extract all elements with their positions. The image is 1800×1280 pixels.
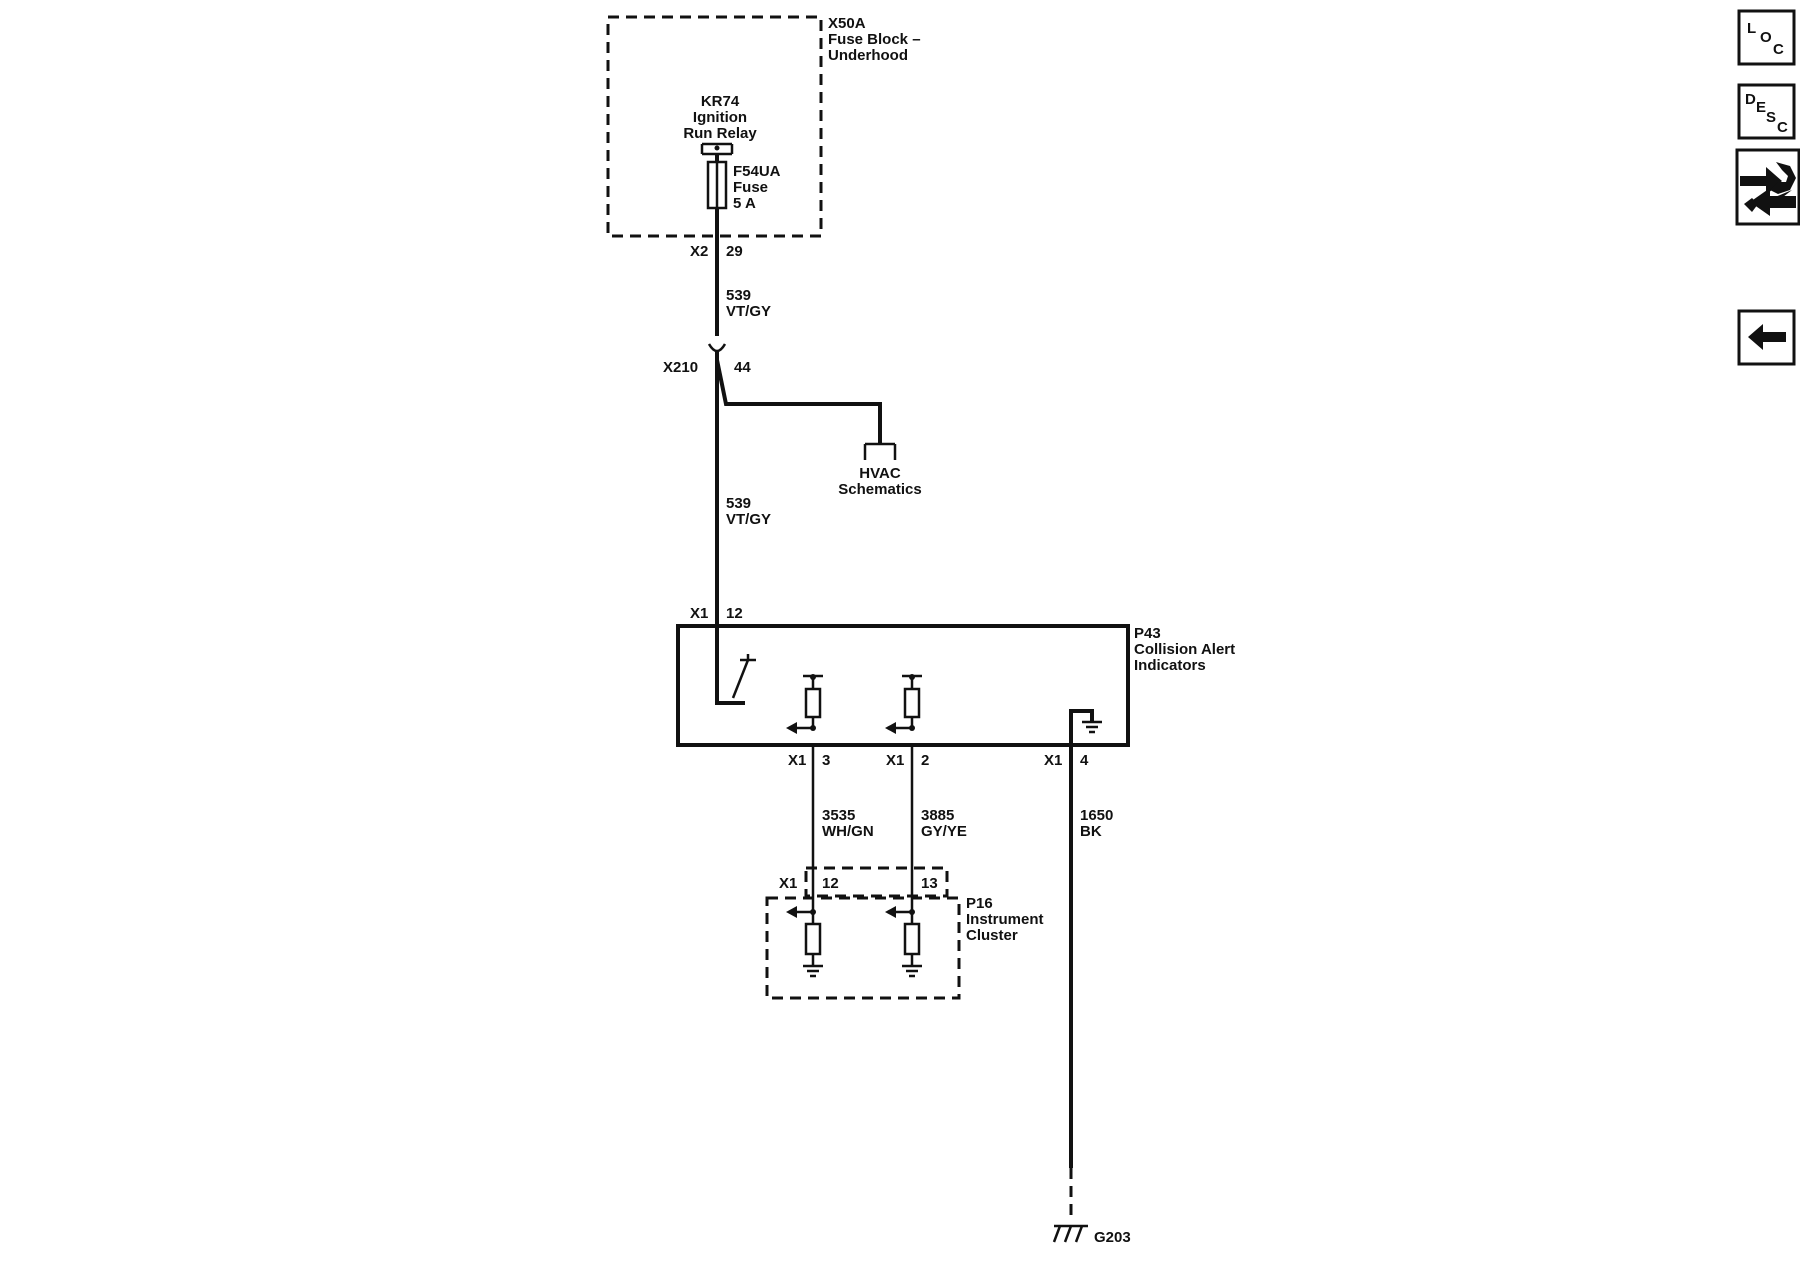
output-1-pin: 3	[822, 752, 830, 769]
relay-line1: Ignition	[693, 109, 747, 126]
relay-contact-symbol	[700, 142, 734, 156]
output-2-connector: X1	[886, 752, 904, 769]
output-1-connector: X1	[788, 752, 806, 769]
module-internal-ground	[1069, 709, 1102, 745]
module-output-2-symbol	[885, 674, 922, 734]
description-button-letter-d: D	[1745, 91, 1756, 108]
description-button-letter-s: S	[1766, 109, 1776, 126]
instrument-cluster-line2: Cluster	[966, 927, 1018, 944]
chassis-ground-symbol	[1052, 1224, 1088, 1243]
wire-3535-circuit: 3535	[822, 807, 855, 824]
relay-ref: KR74	[701, 93, 740, 110]
inline-connector-pin: 44	[734, 359, 751, 376]
wrench-and-arrows-icon[interactable]	[1735, 148, 1800, 226]
collision-module-ref: P43	[1134, 625, 1161, 642]
location-button-letter-o: O	[1760, 29, 1772, 46]
hvac-connector-symbol	[863, 442, 897, 460]
wire-3885-circuit: 3885	[921, 807, 954, 824]
fuse-line1: Fuse	[733, 179, 768, 196]
location-button-letter-l: L	[1747, 20, 1756, 37]
module-switch	[715, 626, 745, 705]
description-button-letter-c: C	[1777, 119, 1788, 136]
module-input-pin: 12	[726, 605, 743, 622]
collision-module-line1: Collision Alert	[1134, 641, 1235, 658]
inline-connector-ref: X210	[663, 359, 698, 376]
cluster-connector-boundary	[804, 866, 949, 898]
fuse-block-line2: Underhood	[828, 47, 908, 64]
module-output-1-symbol	[786, 674, 823, 734]
hvac-branch-wire	[715, 359, 882, 444]
fuse-block-connector: X2	[690, 243, 708, 260]
cluster-input-1-symbol	[786, 906, 823, 978]
wire-mid-color: VT/GY	[726, 511, 771, 528]
location-button[interactable]: L O C	[1737, 9, 1796, 66]
cluster-pin-1: 12	[822, 875, 839, 892]
instrument-cluster-boundary	[765, 896, 961, 1000]
fuse-line2: 5 A	[733, 195, 756, 212]
ground-ref: G203	[1094, 1229, 1131, 1246]
fuse-block-line1: Fuse Block –	[828, 31, 921, 48]
wire-3885-color: GY/YE	[921, 823, 967, 840]
collision-module-box	[676, 624, 1130, 747]
fuse-block-ref: X50A	[828, 15, 866, 32]
wire-3535-color: WH/GN	[822, 823, 874, 840]
instrument-cluster-line1: Instrument	[966, 911, 1044, 928]
cluster-connector: X1	[779, 875, 797, 892]
output-3-pin: 4	[1080, 752, 1089, 769]
output-3-connector: X1	[1044, 752, 1062, 769]
collision-module-line2: Indicators	[1134, 657, 1206, 674]
wire-mid-circuit: 539	[726, 495, 751, 512]
fuse-block-pin: 29	[726, 243, 743, 260]
wire-1650-color: BK	[1080, 823, 1102, 840]
wire-top-circuit: 539	[726, 287, 751, 304]
wire-top-color: VT/GY	[726, 303, 771, 320]
cluster-pin-2: 13	[921, 875, 938, 892]
description-button-letter-e: E	[1756, 99, 1766, 116]
relay-line2: Run Relay	[683, 125, 757, 142]
back-button[interactable]	[1737, 309, 1796, 366]
inline-connector-symbol	[707, 343, 727, 353]
description-button[interactable]: D E S C	[1737, 83, 1796, 140]
fuse-ref: F54UA	[733, 163, 781, 180]
module-input-connector: X1	[690, 605, 708, 622]
output-2-pin: 2	[921, 752, 929, 769]
arrow-left-icon	[1748, 324, 1786, 350]
instrument-cluster-ref: P16	[966, 895, 993, 912]
hvac-link-line2[interactable]: Schematics	[838, 481, 921, 498]
location-button-letter-c: C	[1773, 41, 1784, 58]
hvac-link-line1[interactable]: HVAC	[859, 465, 901, 482]
cluster-input-2-symbol	[885, 906, 922, 978]
wire-1650-circuit: 1650	[1080, 807, 1113, 824]
